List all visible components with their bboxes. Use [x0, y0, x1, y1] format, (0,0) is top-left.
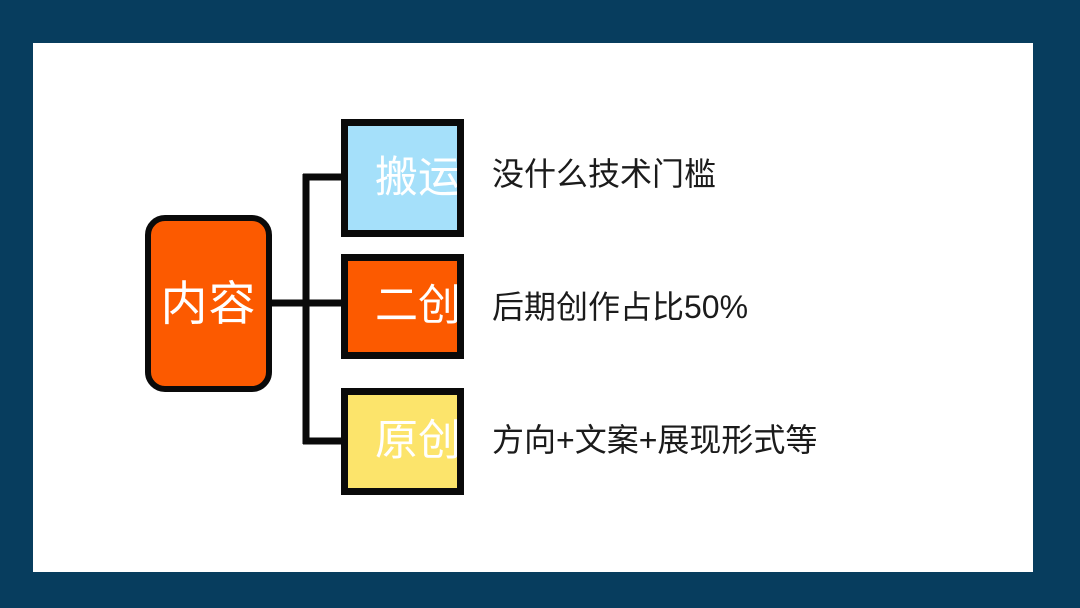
branch-description-banyun: 没什么技术门槛: [492, 156, 717, 192]
root-node-content[interactable]: 内容: [145, 215, 272, 392]
root-node-label: 内容: [160, 277, 257, 330]
branch-node-label: 二创: [375, 282, 461, 330]
branch-node-label: 搬运: [375, 153, 461, 202]
branch-node-banyun[interactable]: 搬运: [341, 119, 464, 237]
branch-description-erchuang: 后期创作占比50%: [492, 289, 749, 325]
branch-node-yuanchuang[interactable]: 原创: [341, 388, 464, 495]
branch-node-erchuang[interactable]: 二创: [341, 254, 464, 359]
branch-node-label: 原创: [375, 417, 461, 465]
branch-description-yuanchuang: 方向+文案+展现形式等: [492, 422, 818, 458]
